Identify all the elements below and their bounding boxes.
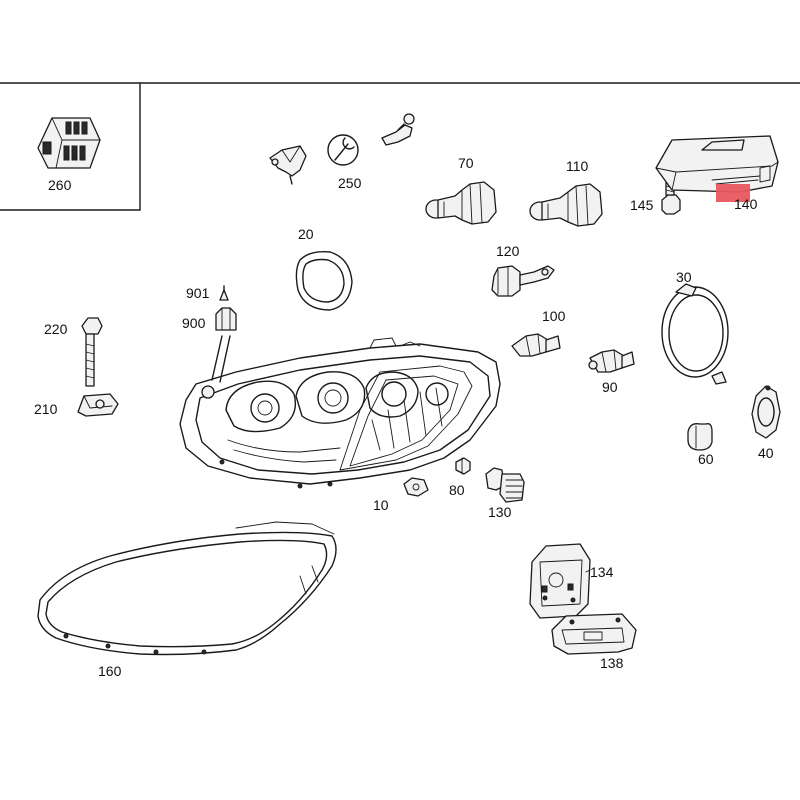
- callout-label: 60: [698, 451, 714, 467]
- callout-label: 80: [449, 482, 465, 498]
- callout-label: 70: [458, 155, 474, 171]
- part-60-bulb[interactable]: [687, 423, 713, 451]
- part-220-bolt[interactable]: [81, 317, 103, 387]
- part-10-headlamp[interactable]: [179, 337, 501, 497]
- part-134-module[interactable]: [529, 543, 591, 619]
- callout-label: 160: [98, 663, 122, 679]
- callout-label: 901: [186, 285, 210, 301]
- part-160-lens[interactable]: [37, 521, 337, 656]
- part-210-clip-nut[interactable]: [77, 393, 119, 417]
- callout-label: 40: [758, 445, 774, 461]
- part-40-socket[interactable]: [751, 385, 781, 439]
- part-80-bulb[interactable]: [455, 457, 471, 475]
- part-130-socket[interactable]: [485, 467, 525, 503]
- callout-label: 220: [44, 321, 68, 337]
- highlight-marker: [716, 184, 750, 202]
- callout-label: 90: [602, 379, 618, 395]
- callout-label: 145: [630, 197, 654, 213]
- part-260-connector[interactable]: [37, 117, 101, 169]
- diagram-frame: [0, 82, 800, 211]
- callout-label: 10: [373, 497, 389, 513]
- part-900-mount[interactable]: [211, 307, 237, 383]
- part-140-control-unit[interactable]: [655, 135, 779, 193]
- part-110-bulb[interactable]: [529, 183, 603, 227]
- part-138-module[interactable]: [551, 613, 637, 655]
- part-120-bulb[interactable]: [491, 265, 555, 297]
- part-250-adjuster[interactable]: [269, 113, 415, 185]
- part-70-bulb[interactable]: [425, 181, 497, 225]
- part-30-cover[interactable]: [661, 283, 729, 385]
- callout-label: 20: [298, 226, 314, 242]
- callout-label: 130: [488, 504, 512, 520]
- callout-label: 260: [48, 177, 72, 193]
- callout-label: 210: [34, 401, 58, 417]
- callout-label: 138: [600, 655, 624, 671]
- callout-label: 900: [182, 315, 206, 331]
- part-901-clip[interactable]: [219, 285, 229, 301]
- callout-label: 100: [542, 308, 566, 324]
- part-20-gasket-ring[interactable]: [295, 250, 353, 311]
- callout-label: 120: [496, 243, 520, 259]
- part-100-bulb[interactable]: [511, 333, 561, 357]
- part-90-bulb[interactable]: [588, 349, 635, 373]
- callout-labels: 260 250 70 110 145 140 20 120 901 900 22…: [34, 155, 774, 679]
- callout-label: 134: [590, 564, 614, 580]
- callout-label: 140: [734, 196, 758, 212]
- callout-label: 110: [566, 158, 589, 174]
- callout-label: 250: [338, 175, 362, 191]
- callout-label: 30: [676, 269, 692, 285]
